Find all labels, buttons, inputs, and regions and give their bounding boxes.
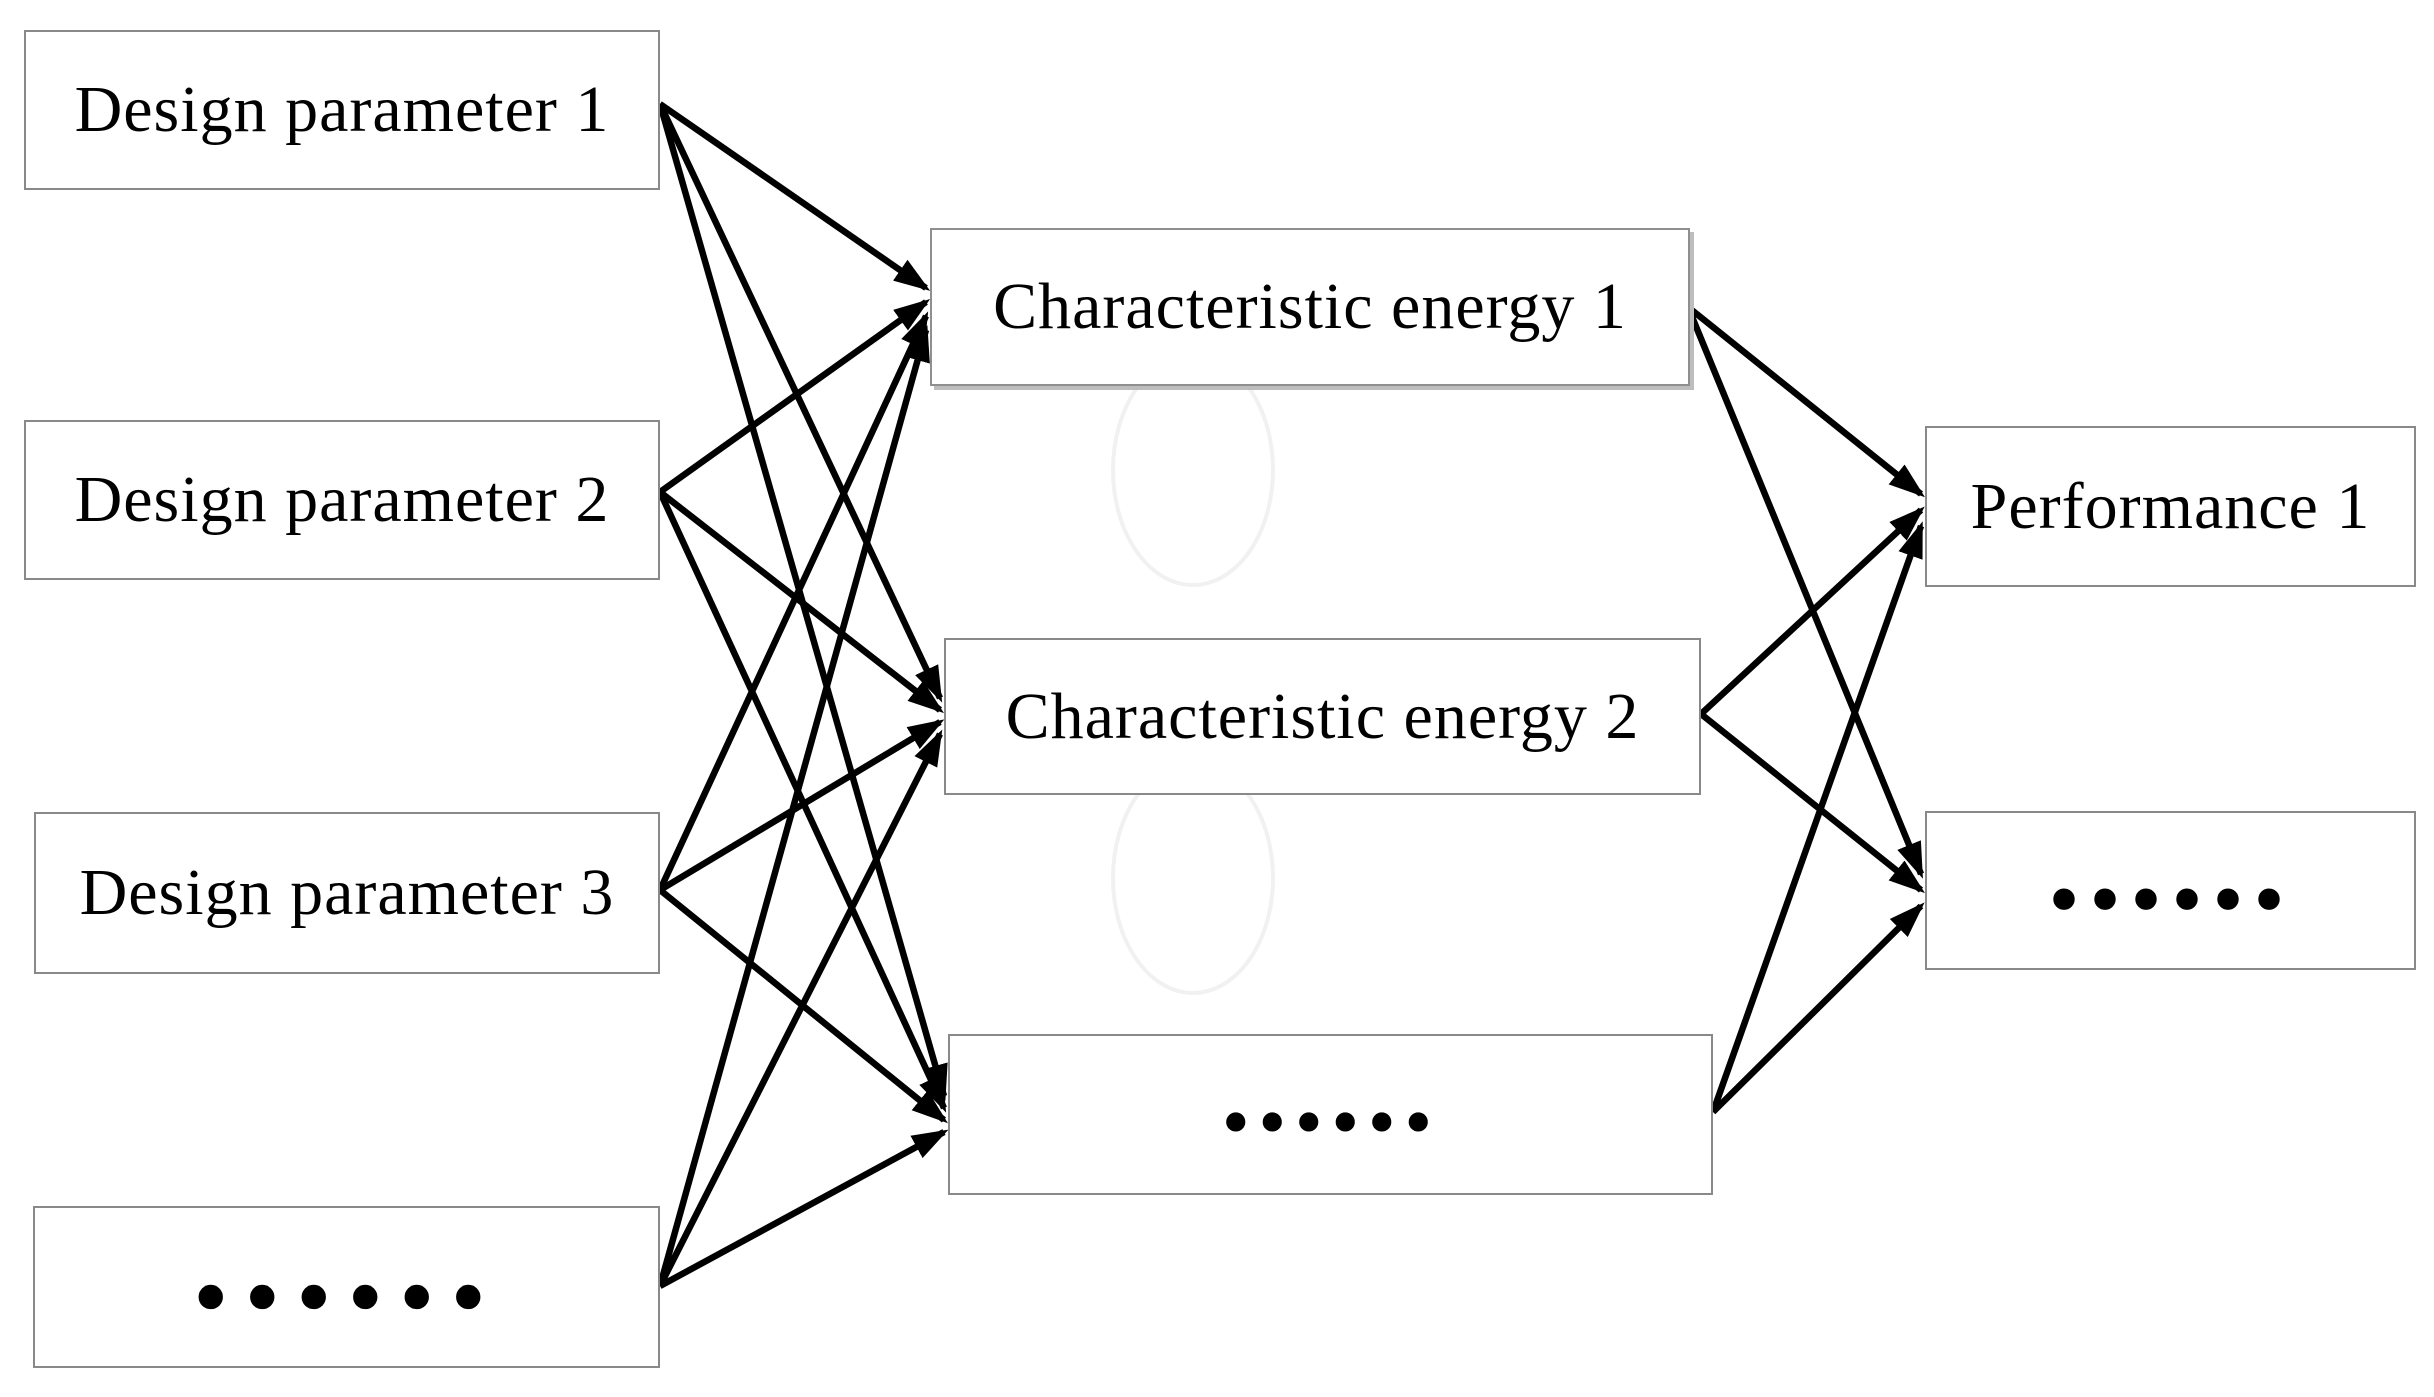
node-label: Performance 1 <box>1970 469 2371 543</box>
arrow-dp2-ce3 <box>657 490 947 1113</box>
ghost-ellipse-bottom <box>1111 761 1275 995</box>
arrow-ce1-p1 <box>1685 304 1925 498</box>
node-label: Characteristic energy 2 <box>1005 679 1640 753</box>
node-design-parameter-3: Design parameter 3 <box>34 812 660 974</box>
arrow-dp4-ce1 <box>656 325 930 1287</box>
node-label: ...... <box>2047 789 2294 937</box>
arrow-ce1-p2 <box>1684 305 1925 879</box>
node-characteristic-energy-1: Characteristic energy 1 <box>930 228 1690 386</box>
arrow-dp1-ce2 <box>657 102 943 703</box>
node-performance-more: ...... <box>1925 797 2416 970</box>
node-design-parameter-more: ...... <box>33 1182 660 1368</box>
arrow-ce2-p2 <box>1698 711 1925 894</box>
node-characteristic-energy-2: Characteristic energy 2 <box>944 638 1701 795</box>
ghost-ellipse-top <box>1111 353 1275 587</box>
arrow-ce3-p1 <box>1709 521 1925 1114</box>
node-label: ...... <box>192 1174 501 1340</box>
arrow-ce2-p1 <box>1698 506 1925 717</box>
arrow-ce3-p2 <box>1710 902 1925 1115</box>
node-label: Characteristic energy 1 <box>993 270 1627 343</box>
node-label: Design parameter 2 <box>74 463 610 536</box>
node-label: Design parameter 3 <box>79 856 615 929</box>
arrow-dp3-ce1 <box>657 311 929 892</box>
arrow-dp2-ce1 <box>658 299 931 495</box>
node-design-parameter-1: Design parameter 1 <box>24 30 660 190</box>
node-performance-1: Performance 1 <box>1925 426 2416 587</box>
arrow-dp1-ce1 <box>658 101 931 291</box>
arrow-dp4-ce3 <box>658 1129 949 1289</box>
node-characteristic-energy-more: ...... <box>948 1024 1713 1195</box>
arrow-dp4-ce2 <box>657 729 943 1288</box>
node-label: Design parameter 1 <box>74 73 610 146</box>
node-design-parameter-2: Design parameter 2 <box>24 420 660 580</box>
arrow-dp3-ce2 <box>658 719 945 893</box>
node-label: ...... <box>1221 1024 1440 1156</box>
arrow-dp2-ce2 <box>658 489 945 714</box>
